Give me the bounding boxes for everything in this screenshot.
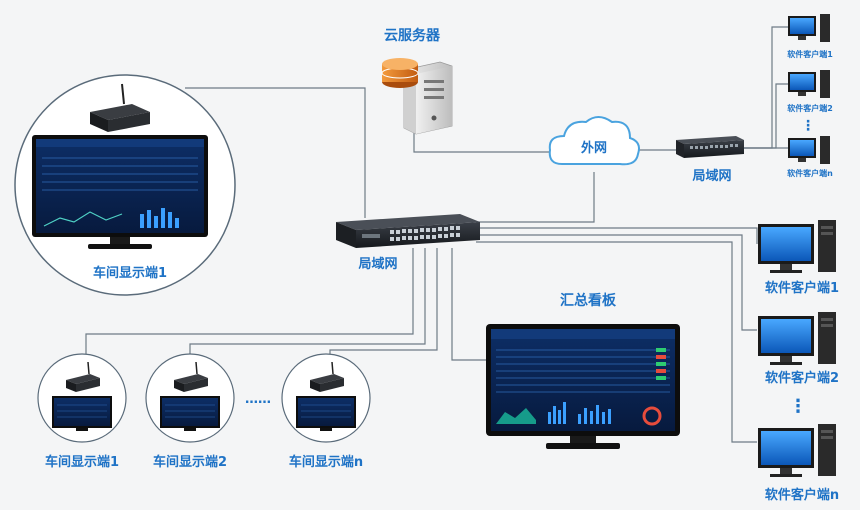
desktop-pc-icon [758,312,836,365]
cloud-icon [548,116,640,166]
mini-pc-icon [90,83,150,132]
client-pc-small-1 [788,14,830,42]
vertical-ellipsis-small: ⋮ [801,118,815,134]
monitor-icon [296,396,356,431]
workshop-display-big [14,74,236,296]
desktop-pc-icon [758,220,836,273]
desktop-pc-icon [788,136,830,164]
summary-board-label: 汇总看板 [560,292,617,309]
workshop-small-n-label: 车间显示端n [289,454,363,470]
client-pc-large-1 [758,220,836,273]
line-workshop-big-to-switch [185,87,366,218]
desktop-pc-icon [788,70,830,98]
monitor-icon [32,135,208,249]
monitor-icon [52,396,112,431]
vertical-ellipsis-large: ⋮ [789,396,807,417]
client-pc-large-2 [758,312,836,365]
main-network-switch-icon [336,214,480,248]
client-pc-large-n [758,424,836,477]
line-switch-to-large-client2 [476,234,757,331]
client-large-n-label: 软件客户端n [765,487,839,503]
client-small-1-label: 软件客户端1 [787,49,833,59]
cloud-server [381,58,453,135]
mini-pc-icon [66,361,100,392]
workshop-display-small-2 [145,353,235,443]
workshop-small-2-label: 车间显示端2 [153,454,227,470]
client-small-n-label: 软件客户端n [787,168,833,178]
network-switch-icon [676,136,744,158]
line-switch-to-board [451,248,488,361]
workshop-display-small-1 [37,353,127,443]
mini-pc-icon [174,361,208,392]
database-icon [381,58,419,88]
monitor-icon [160,396,220,431]
workshop-display-small-n [281,353,371,443]
cloud-server-label: 云服务器 [384,27,441,44]
lan-main-label: 局域网 [358,256,397,272]
client-small-2-label: 软件客户端2 [787,103,833,113]
client-pc-small-n [788,136,830,164]
internet-label: 外网 [580,140,607,156]
line-lan-right-to-client2 [742,83,790,149]
lan-right-label: 局域网 [692,168,731,184]
client-pc-small-2 [788,70,830,98]
line-switch-to-large-clientn [476,241,757,443]
line-lan-right-to-client1 [742,26,790,149]
desktop-pc-icon [758,424,836,477]
line-switch-to-small1 [85,248,414,358]
line-switch-to-small2 [189,248,426,358]
desktop-pc-icon [788,14,830,42]
horizontal-ellipsis: …… [245,392,271,407]
summary-board-monitor [486,324,680,449]
client-large-1-label: 软件客户端1 [765,280,839,296]
client-large-2-label: 软件客户端2 [765,370,839,386]
workshop-small-1-label: 车间显示端1 [45,454,119,470]
workshop-big-label: 车间显示端1 [93,265,167,281]
mini-pc-icon [310,361,344,392]
line-internet-to-switch [476,172,595,223]
line-switch-to-large-client1 [476,227,758,244]
